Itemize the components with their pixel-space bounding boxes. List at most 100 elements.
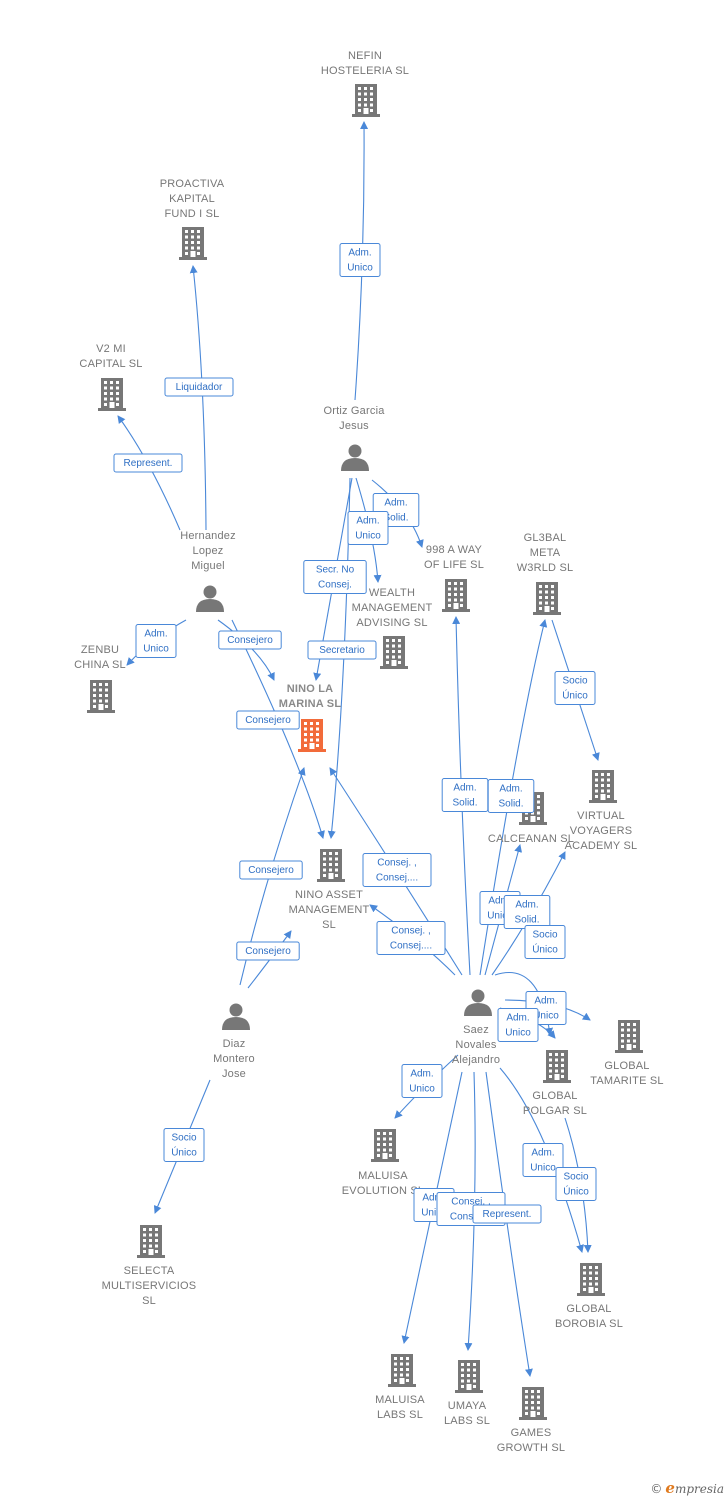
node-label-line: CALCEANAN SL [488,833,574,845]
building-icon [577,1263,605,1296]
edge-label-text: Represent. [483,1209,532,1220]
building-icon [371,1129,399,1162]
building-icon [317,849,345,882]
building-icon [543,1050,571,1083]
building-icon [137,1225,165,1258]
node-label-line: Lopez [193,545,224,557]
edge-label-saez-ninoasset[interactable]: Consej. ,Consej.... [376,921,446,955]
building-icon [179,227,207,260]
edge-label-ortiz-wealth[interactable]: Adm.Unico [347,511,389,545]
edge-label-saez-gl3bal[interactable]: Adm.Solid. [487,779,535,813]
node-label-line: GL3BAL [524,532,567,544]
edge-label-text: Consej. , [377,858,416,869]
edge-label-saez-ninomarina[interactable]: Consej. ,Consej.... [362,853,432,887]
edge-label-box [236,710,300,730]
edge-label-hernandez-v2mi[interactable]: Represent. [113,453,183,473]
edge-label-ortiz-nefin[interactable]: Adm.Unico [339,243,381,277]
node-label-line: FUND I SL [165,208,220,220]
edge-label-saez-borobia[interactable]: Adm.Unico [522,1143,564,1177]
edge-line-saez-games [485,1071,533,1377]
edge-label-diaz-ninoasset[interactable]: Consejero [236,941,300,961]
edge-label-text: Consejero [245,946,291,957]
edge-label-text: Unico [505,1028,531,1039]
edge-label-text: Unico [421,1208,447,1219]
edge-label-box [218,630,282,650]
edge-label-text: Solid. [452,798,477,809]
edge-label-ortiz-ninoasset[interactable]: Secretario [307,640,377,660]
edge-label-text: Socio [563,1172,588,1183]
edge-label-text: Consej. , [451,1197,490,1208]
node-label-line: 998 A WAY [426,544,483,556]
building-icon [87,680,115,713]
node-label-line: MARINA SL [279,698,342,710]
edge-label-hernandez-ninomarina[interactable]: Consejero [218,630,282,650]
edge-label-text: Adm. [410,1069,433,1080]
node-label-line: LABS SL [377,1409,423,1421]
building-icon [533,582,561,615]
edge-label-saez-way998[interactable]: Adm.Solid. [441,778,489,812]
edge-label-saez-virtual[interactable]: Adm.Solid. [503,895,551,929]
person-icon [464,989,492,1016]
edge-label-hernandez-proactiva[interactable]: Liquidador [164,377,234,397]
edge-label-box [487,779,535,813]
edge-label-text: Socio [532,930,557,941]
node-label-line: SELECTA [124,1265,175,1277]
node-label-line: Ortiz Garcia [323,405,385,417]
edge-label-saez-evolution[interactable]: Adm.Unico [401,1064,443,1098]
edge-label-hernandez-zenbu[interactable]: Adm.Unico [135,624,177,658]
edge-label-text: Adm. [531,1148,554,1159]
edge-label-saez-games[interactable]: Represent. [472,1204,542,1224]
edge-label-box [401,1064,443,1098]
node-label-line: Miguel [191,560,225,572]
edge-label-text: Consejero [245,715,291,726]
node-label-line: MANAGEMENT [289,904,370,916]
edge-label-text: Adm. [348,248,371,259]
building-icon [298,719,326,752]
node-label-line: GLOBAL [532,1090,577,1102]
node-label-line: GROWTH SL [497,1442,565,1454]
node-label-line: Jesus [339,420,369,432]
node-label-line: GLOBAL [566,1303,611,1315]
node-borobia[interactable]: GLOBAL BOROBIA SL [555,1263,623,1330]
node-label-line: ADVISING SL [356,617,427,629]
edge-label-box [164,377,234,397]
edge-label-diaz-ninomarina[interactable]: Consejero [239,860,303,880]
edge-label-hernandez-ninoasset[interactable]: Consejero [236,710,300,730]
node-label-line: EVOLUTION SL [342,1185,424,1197]
edge-label-box [135,624,177,658]
edge-label-box [113,453,183,473]
edge-label-saez-polgar[interactable]: Adm.Unico [497,1008,539,1042]
node-label-line: CHINA SL [74,659,126,671]
edge-label-text: Unico [533,1011,559,1022]
node-label-line: BOROBIA SL [555,1318,623,1330]
edge-label-text: Socio [562,676,587,687]
